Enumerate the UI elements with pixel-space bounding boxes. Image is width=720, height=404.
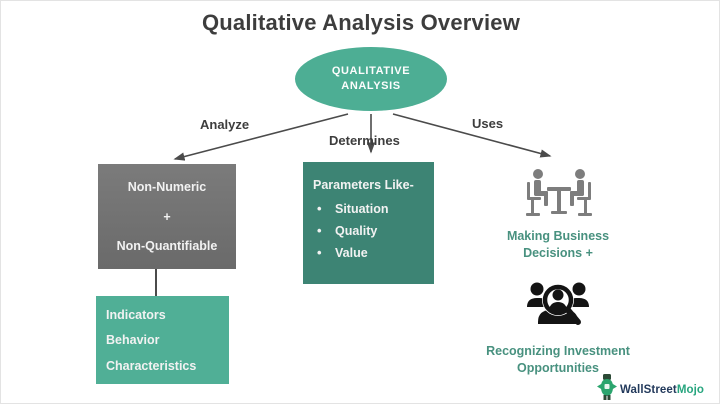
parameters-bullet-value: Value bbox=[313, 245, 426, 260]
making-business-decisions-label: Making Business Decisions + bbox=[478, 228, 638, 262]
parameters-heading: Parameters Like- bbox=[313, 178, 414, 192]
wallstreetmojo-wordmark: WallStreetMojo bbox=[620, 384, 704, 396]
edge-label-determines: Determines bbox=[329, 133, 400, 148]
qualitative-analysis-node: QUALITATIVE ANALYSIS bbox=[295, 47, 447, 111]
gray-box-line2: + bbox=[163, 209, 171, 224]
indicators-box: Indicators Behavior Characteristics bbox=[96, 296, 229, 384]
indicators-box-line2: Behavior bbox=[106, 333, 160, 347]
making-business-line2: Decisions + bbox=[523, 246, 593, 260]
non-numeric-box: Non-Numeric + Non-Quantifiable bbox=[98, 164, 236, 269]
recognizing-investment-line1: Recognizing Investment bbox=[486, 344, 630, 358]
meeting-table-icon bbox=[522, 167, 596, 224]
recognizing-investment-line2: Opportunities bbox=[517, 361, 599, 375]
recognizing-investment-label: Recognizing Investment Opportunities bbox=[478, 343, 638, 377]
wordmark-part2: Mojo bbox=[676, 383, 705, 396]
parameters-list: Situation Quality Value bbox=[313, 201, 426, 260]
parameters-bullet-situation: Situation bbox=[313, 201, 426, 216]
investor-search-icon bbox=[524, 276, 592, 339]
edge-label-analyze: Analyze bbox=[200, 117, 250, 132]
wallstreetmojo-icon bbox=[597, 374, 617, 403]
gray-box-line3: Non-Quantifiable bbox=[116, 239, 218, 254]
wordmark-part1: WallStreet bbox=[620, 383, 677, 396]
node-label-line2: ANALYSIS bbox=[341, 80, 401, 92]
parameters-box: Parameters Like- Situation Quality Value bbox=[303, 162, 434, 284]
making-business-line1: Making Business bbox=[506, 229, 610, 243]
page-title: Qualitative Analysis Overview bbox=[201, 10, 521, 35]
indicators-box-line1: Indicators bbox=[106, 307, 166, 322]
parameters-bullet-quality: Quality bbox=[313, 223, 426, 238]
node-label-line1: QUALITATIVE bbox=[331, 65, 411, 77]
wallstreetmojo-logo: WallStreetMojo bbox=[597, 374, 704, 403]
indicators-box-line3: Characteristics bbox=[106, 358, 197, 373]
gray-box-line1: Non-Numeric bbox=[127, 179, 207, 194]
edge-label-uses: Uses bbox=[472, 116, 504, 131]
